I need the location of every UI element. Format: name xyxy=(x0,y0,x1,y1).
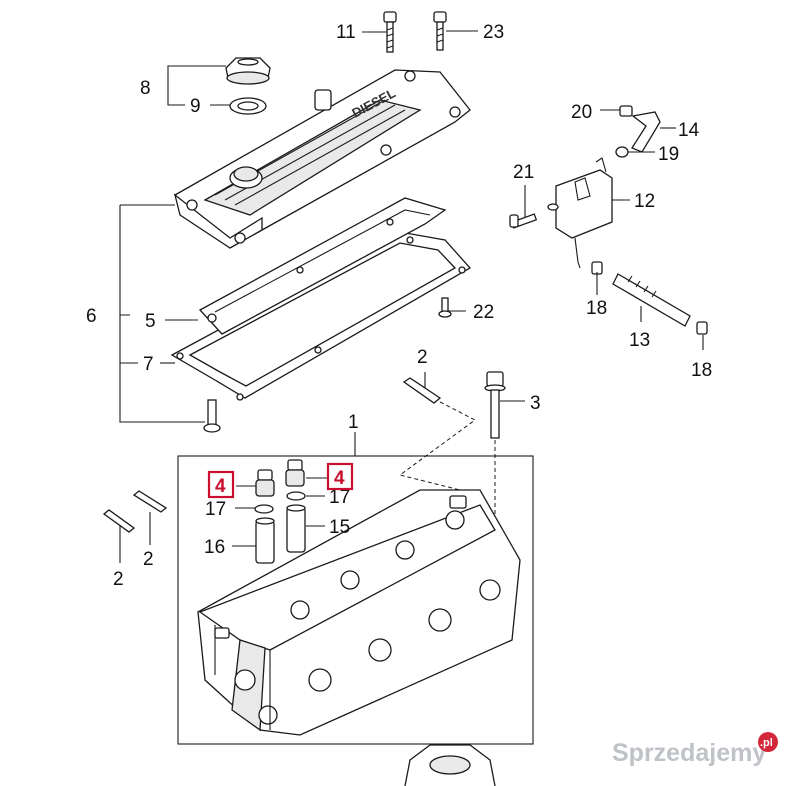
callout-12: 12 xyxy=(634,191,655,212)
clip-18b xyxy=(696,321,708,335)
watermark-tld: .pl xyxy=(760,737,773,749)
callout-18-lower: 18 xyxy=(691,360,712,381)
bolt-22 xyxy=(438,297,452,318)
breather-pipe xyxy=(612,273,691,327)
bolt-23 xyxy=(433,11,447,51)
valve-stem-seal-4b xyxy=(285,459,305,487)
callout-2-right: 2 xyxy=(143,549,154,570)
callout-2-left: 2 xyxy=(113,569,124,590)
callout-4-right: 4 xyxy=(334,468,345,489)
cap-washer xyxy=(229,97,267,115)
o-ring-17b xyxy=(286,491,306,501)
callout-5: 5 xyxy=(145,311,156,332)
watermark-brand: Sprzedajemy xyxy=(612,739,766,767)
inner-seal xyxy=(198,197,447,335)
highlight-box-4-left xyxy=(207,470,235,499)
cylinder-head xyxy=(197,489,521,736)
callout-17-left: 17 xyxy=(205,499,226,520)
callout-1: 1 xyxy=(348,412,359,433)
callout-4-left: 4 xyxy=(215,476,226,497)
dowel-2-right xyxy=(132,490,168,513)
leader-lines xyxy=(119,30,704,563)
callout-19: 19 xyxy=(658,144,679,165)
breather-valve xyxy=(555,157,613,269)
callout-13: 13 xyxy=(629,330,650,351)
callout-15: 15 xyxy=(329,517,350,538)
dowel-2-left xyxy=(102,509,136,533)
callout-7: 7 xyxy=(143,354,154,375)
valve-stem-seal-4a xyxy=(255,469,275,497)
callout-14: 14 xyxy=(678,120,700,141)
stud-2-top xyxy=(402,377,442,404)
cover-bolt-lower xyxy=(203,399,221,433)
breather-hose xyxy=(619,105,661,153)
callout-6: 6 xyxy=(86,306,97,327)
watermark: Sprzedajemy .pl xyxy=(612,732,778,767)
callout-23: 23 xyxy=(483,22,504,43)
bolt-21 xyxy=(509,203,559,229)
callout-2-top: 2 xyxy=(417,347,428,368)
callout-8: 8 xyxy=(140,78,151,99)
callout-16: 16 xyxy=(204,537,225,558)
callouts: 11 23 8 9 20 14 19 21 12 18 13 18 22 6 5… xyxy=(86,22,712,590)
valve-cover: DIESEL xyxy=(173,69,471,249)
callout-22: 22 xyxy=(473,302,494,323)
hose-clamp-19 xyxy=(615,146,629,158)
callout-20: 20 xyxy=(571,102,592,123)
oil-filler-cap xyxy=(225,57,271,85)
callout-3: 3 xyxy=(530,393,541,414)
o-ring-17a xyxy=(254,504,274,514)
callout-9: 9 xyxy=(190,96,201,117)
bolt-11 xyxy=(383,11,397,53)
tappet-15 xyxy=(286,504,306,553)
callout-21: 21 xyxy=(513,162,534,183)
watermark-badge-icon xyxy=(758,732,778,752)
highlight-box-4-right xyxy=(326,462,354,491)
callout-18-upper: 18 xyxy=(586,298,607,319)
tappet-16 xyxy=(255,517,275,564)
callout-11: 11 xyxy=(336,22,356,43)
head-bolt-3 xyxy=(484,371,506,439)
next-part-preview xyxy=(404,744,496,786)
callout-17-right: 17 xyxy=(329,487,350,508)
